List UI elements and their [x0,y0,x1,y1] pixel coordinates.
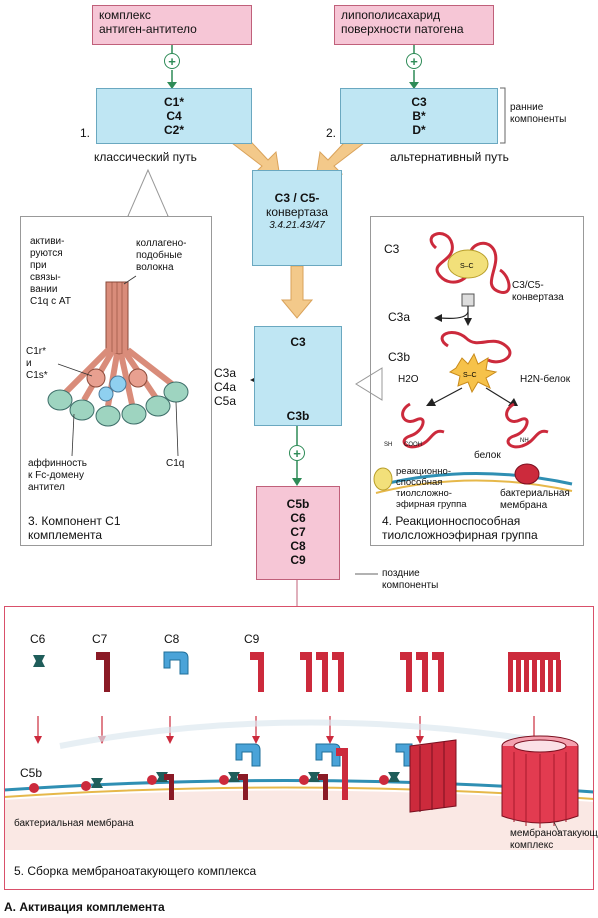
anaphylatoxin-label: C5a [214,394,237,408]
pathway-number: 2. [326,126,337,140]
c1-molecule [47,275,189,457]
component-label: C7 [290,525,306,539]
c3-label: C3 [290,335,306,349]
sh-group-label: SH [384,442,393,448]
classical-components-box: C1* C4 C2* [96,88,252,144]
svg-text:S–C: S–C [460,263,474,270]
component-label: C5b [286,497,310,511]
component-label: C6 [290,511,306,525]
plus-icon: + [289,445,305,461]
mac-label: мембраноатакующий комплекс [510,828,598,851]
component-label: C9 [290,553,306,567]
panel-thioester [370,216,584,546]
convertase-subtitle: конвертаза [265,205,329,219]
activated-note: активи- руются при связы- вании C1q с AT [30,236,71,307]
panel-mac-assembly [4,606,594,890]
panel-c1-component [20,216,212,546]
c6-label: C6 [30,632,46,646]
collagen-label: коллагено- подобные волокна [136,238,187,273]
lps-box: липополисахарид поверхности патогена [334,5,494,45]
component-label: C8 [290,539,306,553]
convertase-label: C3/C5- конвертаза [512,280,564,303]
amine-protein-label: H2N-белок [520,374,571,385]
component-label: C1* [163,95,184,109]
bacterial-membrane-label: бактериальная мембрана [500,488,570,511]
c1r-c1s-label: C1r* и C1s* [26,346,48,381]
anaphylatoxin-label: C4a [214,380,237,394]
late-components-box: C5b C6 C7 C8 C9 [256,486,340,580]
c9-label: C9 [244,632,260,646]
c8-label: C8 [164,632,180,646]
c5b-label: C5b [20,766,43,780]
c3b-label: C3b [286,409,310,423]
alternative-path-label: альтернативный путь [390,150,509,164]
convertase-title: C3 / C5- [274,191,320,205]
c7-label: C7 [92,632,108,646]
c1q-label: C1q [166,458,185,469]
cooh-group-label: COOH [404,442,422,448]
c3-thioester-illustration: S–C S–C [373,232,573,494]
protein-label: белок [474,450,501,461]
component-label: D* [412,123,426,137]
bacterial-membrane-label: бактериальная мембрана [14,818,134,829]
thioester-legend: реакционно- способная тиолсложно- эфирна… [396,466,467,510]
figure-caption: А. Активация комплемента [4,900,165,914]
panel3-caption: 3. Компонент C1 комплемента [28,514,121,542]
c3a-label: C3a [388,310,411,324]
c3-label: C3 [384,242,400,256]
fc-affinity-label: аффинность к Fc-домену антител [28,458,87,493]
c3-cleavage-box: C3 C3b [254,326,342,426]
c3b-label: C3b [388,350,411,364]
svg-text:S–C: S–C [463,372,477,379]
ec-number: 3.4.21.43/47 [269,220,325,231]
plus-icon: + [406,53,422,69]
early-components-label: ранние компоненты [510,102,567,125]
water-label: H2O [398,374,419,385]
plus-icon: + [164,53,180,69]
component-label: C4 [166,109,182,123]
pathway-number: 1. [80,126,91,140]
component-label: C2* [163,123,184,137]
mac-assembly-illustration [3,651,595,850]
classical-path-label: классический путь [94,150,197,164]
late-components-label: поздние компоненты [382,568,439,591]
antigen-antibody-box: комплекс антиген-антитело [92,5,252,45]
panel4-caption: 4. Реакционноспособная тиолсложноэфирная… [382,514,538,542]
anaphylatoxin-label: C3a [214,366,237,380]
component-label: B* [412,109,426,123]
panel5-caption: 5. Сборка мембраноатакующего комплекса [14,864,257,878]
nh-group-label: NH [520,438,529,444]
component-label: C3 [411,95,427,109]
c3-c5-convertase-box: C3 / C5- конвертаза 3.4.21.43/47 [252,170,342,266]
alternative-components-box: C3 B* D* [340,88,498,144]
